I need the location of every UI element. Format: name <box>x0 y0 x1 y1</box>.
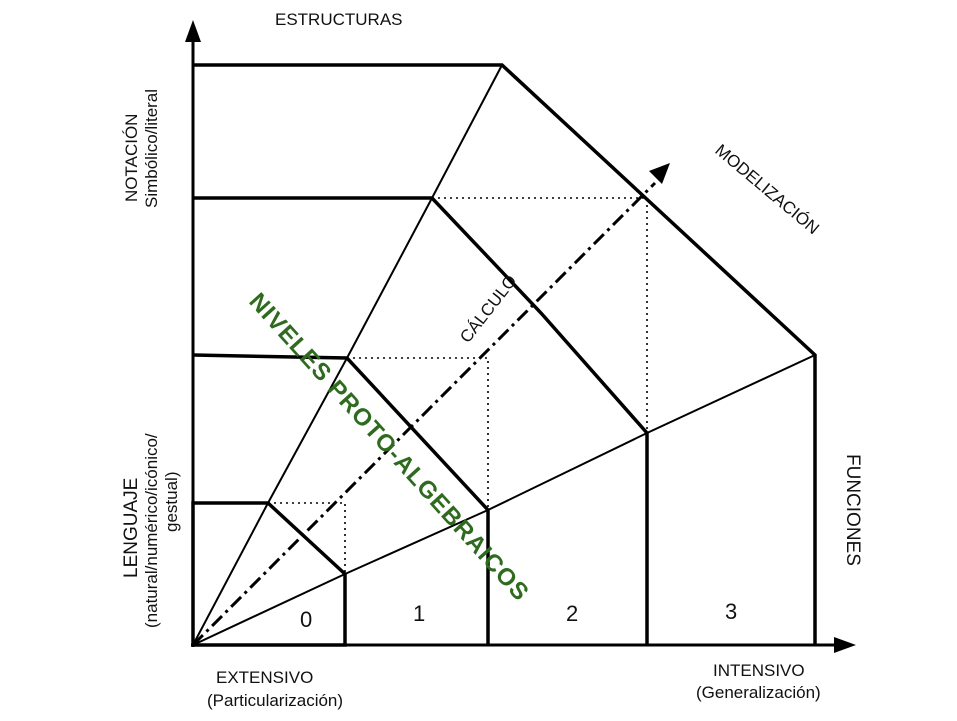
dotted-guides <box>268 197 648 574</box>
level-2-region <box>192 197 648 646</box>
modelizacion-arrowhead <box>649 163 670 184</box>
particularizacion-label: (Particularización) <box>207 691 343 710</box>
modelizacion-diagonal <box>191 181 657 647</box>
simbolico-literal-label: Simbólico/literal <box>142 89 161 208</box>
radial-lines <box>192 64 816 646</box>
modelizacion-label: MODELIZACIÓN <box>711 141 822 239</box>
outer-boundary <box>193 63 817 645</box>
x-axis-arrowhead <box>834 637 856 653</box>
intensivo-label: INTENSIVO <box>713 661 805 680</box>
level-1-2-boundary <box>192 353 490 645</box>
level-1-label: 1 <box>413 601 425 626</box>
funciones-label: FUNCIONES <box>842 454 863 566</box>
level-2-label: 2 <box>566 601 578 626</box>
calculo-label: CÁLCULO <box>456 271 520 346</box>
notacion-label: NOTACIÓN <box>122 114 141 202</box>
niveles-proto-algebraicos-label: NIVELES PROTO-ALGEBRAICOS <box>244 288 535 607</box>
estructuras-label: ESTRUCTURAS <box>275 10 403 29</box>
generalizacion-label: (Generalización) <box>696 683 821 702</box>
lenguaje-types-label: (natural/numérico/icónico/ <box>142 433 161 628</box>
level-2-3-boundary <box>193 196 649 645</box>
gestual-label: gestual) <box>162 472 181 532</box>
level-0-label: 0 <box>300 607 312 632</box>
lenguaje-label: LENGUAJE <box>121 478 142 578</box>
level-3-label: 3 <box>725 599 737 624</box>
y-axis-arrowhead <box>185 20 201 42</box>
extensivo-label: EXTENSIVO <box>216 668 313 687</box>
